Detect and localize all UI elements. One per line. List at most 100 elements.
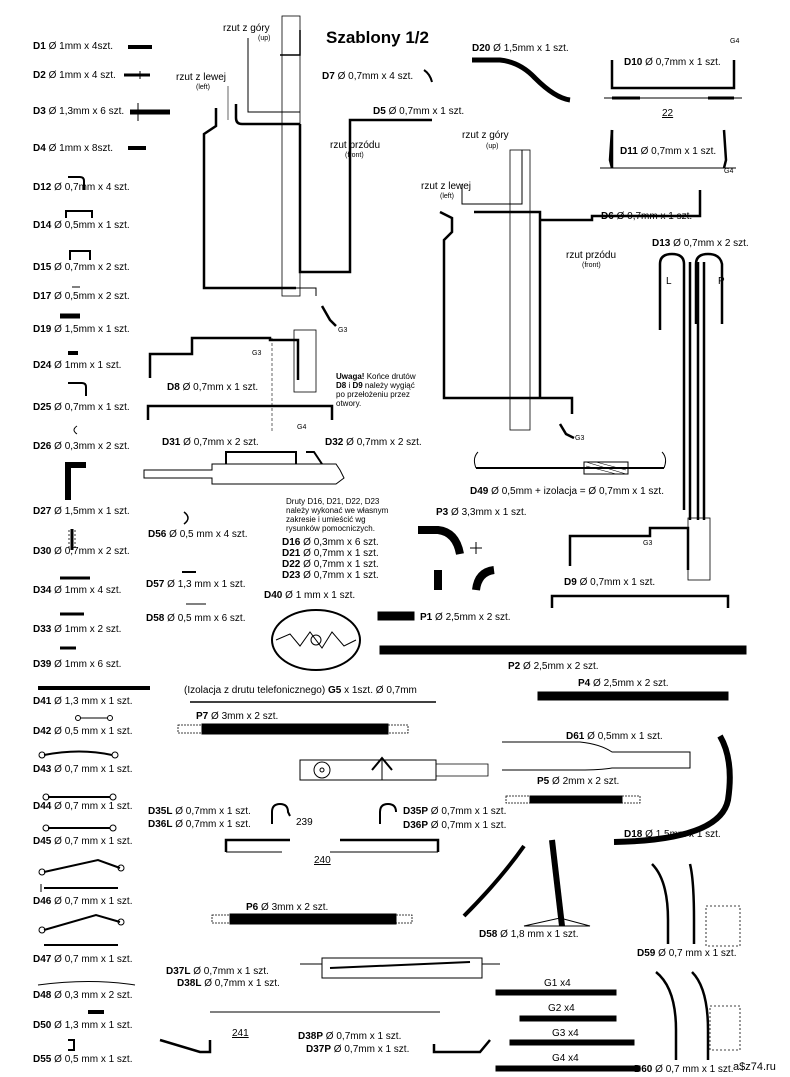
part-label-d23: D23 Ø 0,7mm x 1 szt. [282, 570, 379, 581]
wire-d56 [183, 511, 189, 525]
label-left-view-en-2: (left) [440, 193, 454, 200]
part-label-d16: D16 Ø 0,3mm x 6 szt. [282, 537, 379, 548]
part-label-d37l: D37L Ø 0,7mm x 1 szt. [166, 966, 269, 977]
label-g3-4: G3 [643, 540, 653, 547]
axle-d31-d32 [143, 451, 345, 485]
label-top-view-en-1: (up) [258, 35, 271, 42]
part-label-d3: D3 Ø 1,3mm x 6 szt. [33, 106, 125, 117]
part-label-d8: D8 Ø 0,7mm x 1 szt. [167, 382, 259, 393]
wire-d25 [68, 382, 87, 396]
part-label-d36l: D36L Ø 0,7mm x 1 szt. [148, 819, 251, 830]
label-g3-2: G3 [252, 350, 262, 357]
part-label-d49: D49 Ø 0,5mm + izolacja = Ø 0,7mm x 1 szt… [470, 486, 664, 497]
label-g3-1: G3 [338, 327, 348, 334]
wire-d49 [473, 451, 667, 475]
part-label-d1: D1 Ø 1mm x 4szt. [33, 41, 114, 52]
part-label-d14: D14 Ø 0,5mm x 1 szt. [33, 220, 130, 231]
part-label-d42: D42 Ø 0,5 mm x 1 szt. [33, 726, 133, 737]
left-column-samples [37, 45, 170, 1051]
part-label-d5: D5 Ø 0,7mm x 1 szt. [373, 106, 465, 117]
part-label-p5: P5 Ø 2mm x 2 szt. [537, 776, 620, 787]
watermark: a$z74.ru [733, 1061, 776, 1073]
part-label-d17: D17 Ø 0,5mm x 2 szt. [33, 291, 130, 302]
part-label-d37p: D37P Ø 0,7mm x 1 szt. [306, 1044, 410, 1055]
wire-d13 [658, 252, 724, 520]
wire-d55 [68, 1039, 75, 1051]
part-label-g5: (Izolacja z drutu telefonicznego) G5 x 1… [184, 685, 417, 696]
rod-p2 [379, 645, 747, 655]
shaft-d35-d36 [299, 756, 489, 781]
part-label-d59: D59 Ø 0,7 mm x 1 szt. [637, 948, 737, 959]
rod-p1 [377, 611, 415, 621]
label-g4-1: G4 [730, 38, 740, 45]
rod-p4 [537, 691, 729, 701]
part-label-d35l: D35L Ø 0,7mm x 1 szt. [148, 806, 251, 817]
part-label-p2: P2 Ø 2,5mm x 2 szt. [508, 661, 599, 672]
part-label-d22: D22 Ø 0,7mm x 1 szt. [282, 559, 379, 570]
g-rod-label-3: G3 x4 [552, 1028, 579, 1039]
frame-d5-left [202, 15, 432, 327]
wire-d18 [613, 734, 733, 845]
part-label-d27: D27 Ø 1,5mm x 1 szt. [33, 506, 130, 517]
part-label-d31: D31 Ø 0,7mm x 2 szt. [162, 437, 259, 448]
part-label-d7: D7 Ø 0,7mm x 4 szt. [322, 71, 414, 82]
note-druty: Druty D16, D21, D22, D23 należy wykonać … [286, 497, 389, 533]
label-l: L [666, 276, 672, 287]
wire-d59 [651, 863, 741, 947]
wire-d15 [69, 250, 91, 260]
part-label-d33: D33 Ø 1mm x 2 szt. [33, 624, 122, 635]
part-label-d55: D55 Ø 0,5 mm x 1 szt. [33, 1054, 133, 1065]
part-label-d61: D61 Ø 0,5mm x 1 szt. [566, 731, 663, 742]
part-label-d4: D4 Ø 1mm x 8szt. [33, 143, 114, 154]
part-label-p7: P7 Ø 3mm x 2 szt. [196, 711, 279, 722]
frame-d10-d11 [600, 60, 742, 169]
axle-d37-d38 [159, 957, 500, 1054]
label-g4-2: G4 [724, 168, 734, 175]
part-label-d11: D11 Ø 0,7mm x 1 szt. [620, 146, 717, 157]
part-label-d18: D18 Ø 1,5mm x 1 szt. [624, 829, 721, 840]
wire-d61 [502, 741, 691, 771]
frame-d8 [146, 329, 334, 432]
part-label-d20: D20 Ø 1,5mm x 1 szt. [472, 43, 569, 54]
label-top-view-1: rzut z góry [223, 23, 270, 34]
part-label-d30: D30 Ø 0,7mm x 2 szt. [33, 546, 130, 557]
wire-d14 [65, 210, 93, 218]
part-label-d57: D57 Ø 1,3 mm x 1 szt. [146, 579, 246, 590]
part-label-d58-big: D58 Ø 1,8 mm x 1 szt. [479, 929, 579, 940]
label-g4-3: G4 [297, 424, 307, 431]
wire-d58-big [462, 839, 591, 927]
label-front-view-2: rzut przódu [566, 250, 617, 261]
part-label-d56: D56 Ø 0,5 mm x 4 szt. [148, 529, 248, 540]
part-label-d46: D46 Ø 0,7 mm x 1 szt. [33, 896, 133, 907]
part-label-d43: D43 Ø 0,7 mm x 1 szt. [33, 764, 133, 775]
label-left-view-en-1: (left) [196, 84, 210, 91]
part-label-d32: D32 Ø 0,7mm x 2 szt. [325, 437, 422, 448]
g-rod-label-4: G4 x4 [552, 1053, 579, 1064]
wire-d26 [73, 425, 78, 435]
part-label-d6: D6 Ø 0,7mm x 1 szt. [601, 211, 693, 222]
label-front-view-1: rzut przódu [330, 140, 381, 151]
wire-d12 [68, 176, 85, 190]
part-label-d15: D15 Ø 0,7mm x 2 szt. [33, 262, 130, 273]
part-label-d45: D45 Ø 0,7 mm x 1 szt. [33, 836, 133, 847]
note-uwaga: Uwaga! Końce drutów D8 i D9 należy wygią… [336, 372, 416, 408]
wires-d35-d36 [224, 802, 440, 853]
part-label-d50: D50 Ø 1,3 mm x 1 szt. [33, 1020, 133, 1031]
label-front-view-en-2: (front) [582, 262, 601, 269]
dimension-22: 22 [662, 108, 674, 119]
part-label-d47: D47 Ø 0,7 mm x 1 szt. [33, 954, 133, 965]
part-label-d2: D2 Ø 1mm x 4 szt. [33, 70, 116, 81]
part-label-d19: D19 Ø 1,5mm x 1 szt. [33, 324, 130, 335]
dimension-239: 239 [296, 817, 313, 828]
part-label-p4: P4 Ø 2,5mm x 2 szt. [578, 678, 669, 689]
part-label-d24: D24 Ø 1mm x 1 szt. [33, 360, 122, 371]
label-top-view-en-2: (up) [486, 143, 499, 150]
part-label-d58-small: D58 Ø 0,5 mm x 6 szt. [146, 613, 246, 624]
label-left-view-2: rzut z lewej [421, 181, 472, 192]
wire-d60 [655, 971, 741, 1060]
rod-p6 [211, 913, 413, 925]
part-label-d13: D13 Ø 0,7mm x 2 szt. [652, 238, 749, 249]
part-label-d25: D25 Ø 0,7mm x 1 szt. [33, 402, 130, 413]
g-rod-label-2: G2 x4 [548, 1003, 575, 1014]
